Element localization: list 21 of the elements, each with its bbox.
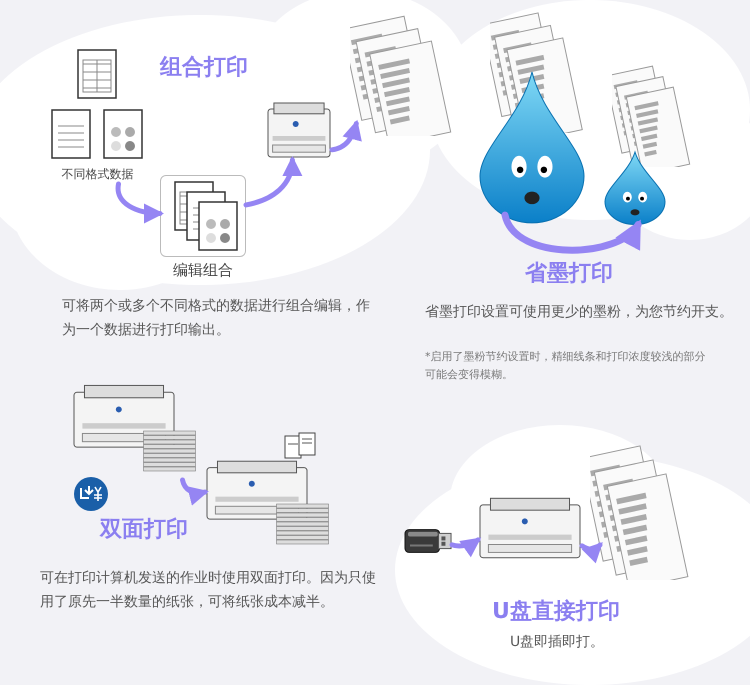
description-text: 可将两个或多个不同格式的数据进行组合编辑，作为一个数据进行打印输出。: [62, 297, 371, 340]
curved-arrow: [180, 478, 209, 505]
water-drop-drawing: [478, 70, 586, 226]
printer-drawing: [478, 495, 582, 561]
node-label: 不同格式数据: [60, 166, 134, 183]
description-text: U盘即插即打。: [510, 633, 604, 652]
edge-label: 省墨打印: [525, 260, 613, 288]
node-label: 编辑组合: [172, 261, 234, 280]
footnote-text: *启用了墨粉节约设置时，精细线条和打印浓度较浅的部分可能会变得模糊。: [425, 349, 706, 383]
description-text: 可在打印计算机发送的作业时使用双面打印。因为只使用了原先一半数量的纸张，可将纸张成本减半。: [40, 569, 377, 612]
printer-drawing: [266, 100, 332, 160]
curved-arrow: [244, 156, 302, 208]
water-drop-drawing: [603, 150, 667, 226]
curved-arrow: [502, 212, 642, 254]
curved-arrow: [330, 120, 362, 152]
section-heading: 双面打印: [100, 516, 188, 544]
description-text: 省墨打印设置可使用更少的墨粉，为您节约开支。: [425, 303, 734, 322]
curved-arrow: [580, 542, 603, 564]
section-heading: 组合打印: [160, 54, 248, 82]
section-heading: U盘直接打印: [492, 598, 620, 626]
curved-arrow: [450, 537, 482, 558]
